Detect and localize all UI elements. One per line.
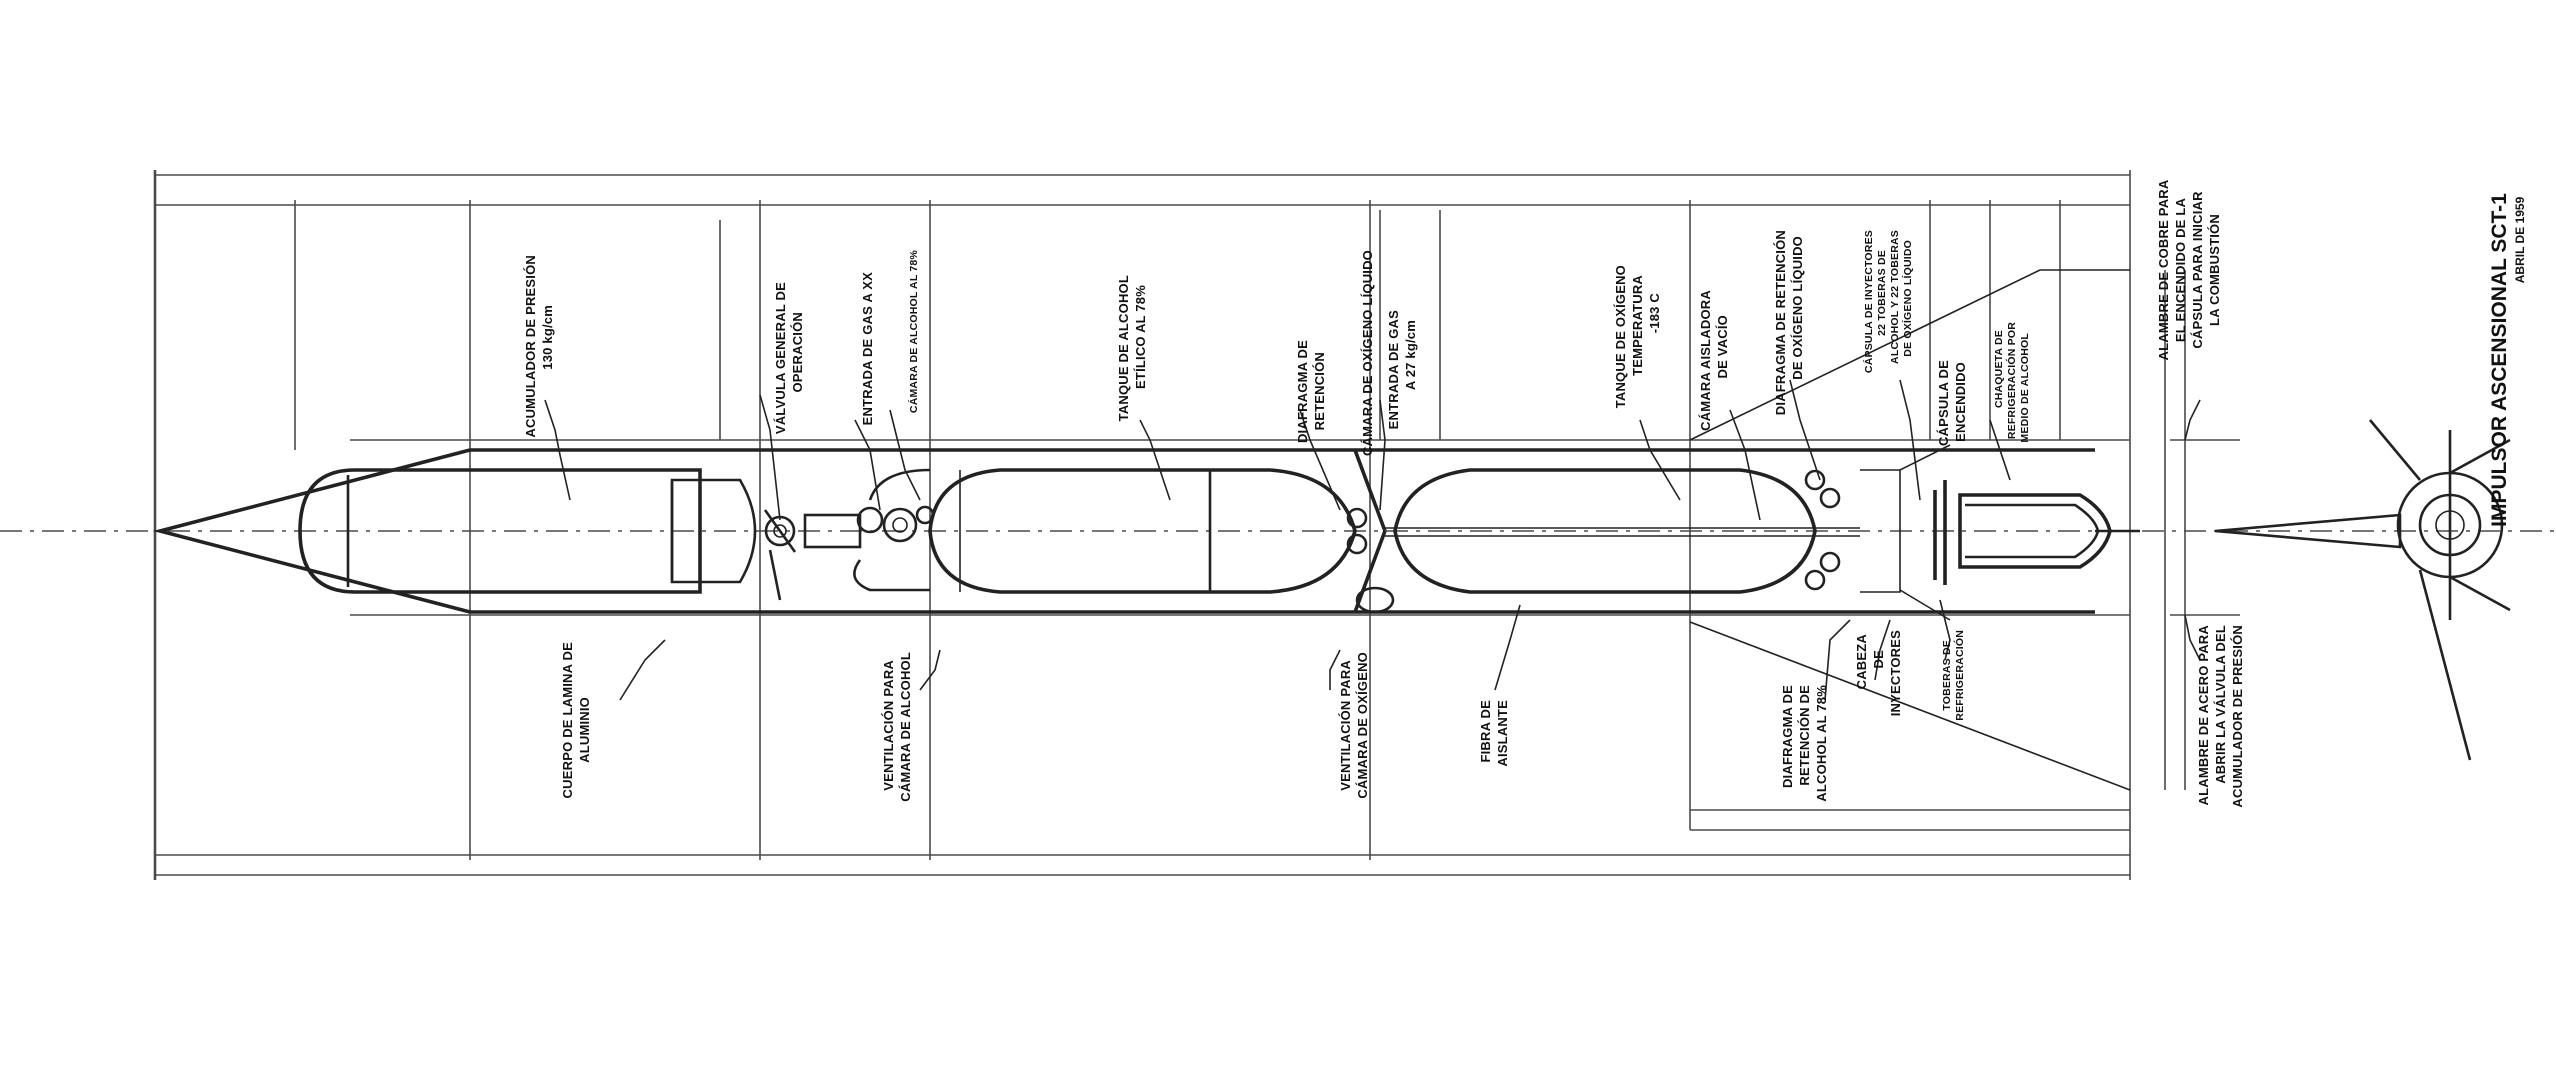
dimension-lines (153, 170, 2240, 880)
label-alcohol-chamber: CÁMARA DE ALCOHOL AL 78% (907, 250, 920, 414)
leader-lines (544, 379, 2201, 701)
label-gas-inlet: ENTRADA DE GAS A XX (860, 272, 875, 425)
tail-end-view (2214, 419, 2511, 761)
label-injector-capsule: CÁPSULA DE INYECTORES22 TOBERAS DEALCOHO… (1862, 230, 1914, 373)
oxygen-tank (1385, 468, 1860, 594)
retention-diaphragm (1346, 449, 1395, 614)
alcohol-tank (928, 468, 1357, 594)
valve-assembly (763, 468, 935, 601)
title-block: IMPULSOR ASCENSIONAL SCT-1 ABRIL DE 1959 (2488, 193, 2527, 527)
label-cooling-jacket: CHAQUETA DEREFRIGERACIÓN PORMEDIO DE ALC… (1993, 322, 2031, 443)
label-liquid-oxygen-chamber: CÁMARA DE OXÍGENO LÍQUIDO (1360, 250, 1375, 456)
drawing-title: IMPULSOR ASCENSIONAL SCT-1 (2488, 193, 2511, 527)
label-cooling-nozzles: TOBERAS DEREFRIGERACIÓN (1941, 630, 1966, 721)
combustion-chamber (1804, 444, 2140, 621)
pressure-accumulator (298, 468, 757, 594)
drawing-date: ABRIL DE 1959 (2513, 196, 2527, 283)
rocket-body (152, 269, 2131, 791)
